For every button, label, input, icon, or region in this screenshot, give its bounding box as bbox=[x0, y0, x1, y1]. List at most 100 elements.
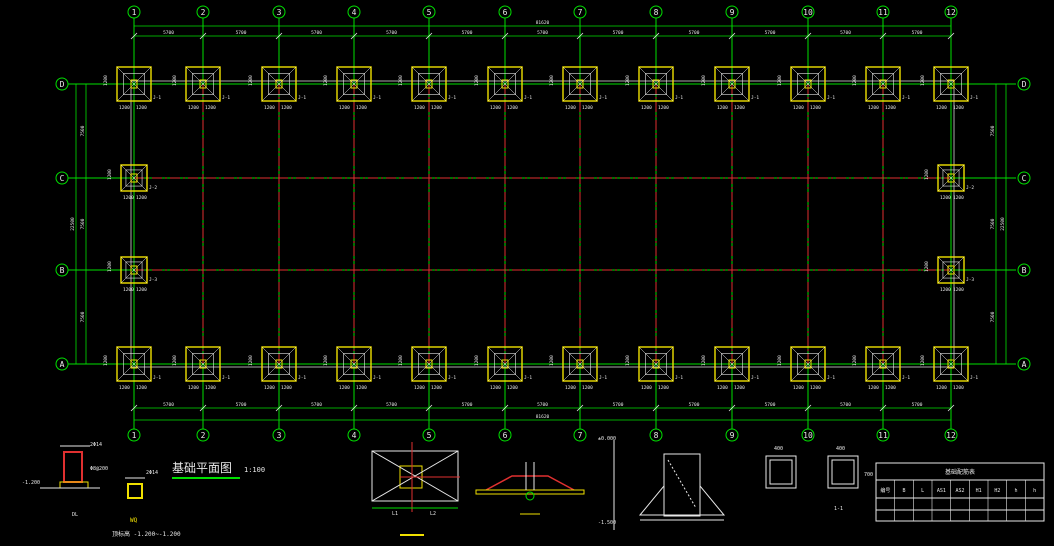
axis-grid-lines bbox=[68, 18, 1016, 430]
footing-column bbox=[425, 79, 433, 89]
axis-bubble-circle bbox=[55, 77, 69, 91]
drawing-title: 基础平面图 1:100 bbox=[172, 461, 265, 479]
dimension-tick bbox=[804, 32, 812, 40]
axis-bubble-right-C: C bbox=[1017, 171, 1031, 185]
footing-label: J-1 bbox=[827, 95, 835, 101]
footing-diagonal bbox=[487, 346, 523, 382]
drawing-title-text: 基础平面图 bbox=[172, 461, 232, 475]
footing-column bbox=[501, 79, 509, 89]
dimension-text: 7500 bbox=[990, 218, 996, 229]
footing-diagonal bbox=[185, 346, 221, 382]
footing-dim: 1200 bbox=[940, 287, 951, 293]
axis-bubble-label: 12 bbox=[946, 8, 956, 17]
footing-diagonal bbox=[120, 256, 148, 284]
footing-dim-vertical: 1200 bbox=[777, 75, 783, 86]
axis-bubble-left-D: D bbox=[55, 77, 69, 91]
axis-bubble-label: 4 bbox=[352, 8, 357, 17]
axis-bubble-right-D: D bbox=[1017, 77, 1031, 91]
footing-dim: 1200 bbox=[734, 105, 745, 111]
footing-label: J-1 bbox=[675, 375, 683, 381]
footing-dim: 1200 bbox=[936, 105, 947, 111]
footing-column bbox=[425, 359, 433, 369]
footing-step bbox=[268, 73, 290, 95]
axis-bubble-circle bbox=[196, 428, 210, 442]
footing-dim: 1200 bbox=[868, 385, 879, 391]
footing-dim: 1200 bbox=[936, 385, 947, 391]
axis-bubble-label: A bbox=[1022, 360, 1027, 369]
footing-step bbox=[569, 73, 591, 95]
footing-outline bbox=[487, 66, 523, 102]
footing-dim: 1200 bbox=[658, 385, 669, 391]
dimension-text: 7500 bbox=[80, 311, 86, 322]
footing-dim: 1200 bbox=[339, 385, 350, 391]
footing-label: J-1 bbox=[373, 375, 381, 381]
axis-bubble-top-12: 12 bbox=[944, 5, 958, 19]
footing-column bbox=[130, 79, 138, 89]
dimension-text: 5700 bbox=[537, 402, 548, 408]
footing-diagonal bbox=[411, 66, 447, 102]
footing-column bbox=[879, 79, 887, 89]
dimension-tick bbox=[275, 32, 283, 40]
footing-dim: 1200 bbox=[658, 105, 669, 111]
axis-bubble-label: 10 bbox=[803, 431, 813, 440]
footing-label: J-1 bbox=[599, 95, 607, 101]
footing-dim-vertical: 1200 bbox=[474, 75, 480, 86]
footing-dim: 1200 bbox=[885, 105, 896, 111]
dimension-tick bbox=[947, 32, 955, 40]
axis-bubble-circle bbox=[1017, 357, 1031, 371]
footing-label: J-1 bbox=[524, 375, 532, 381]
wall-beam-detail: 2Φ14 WQ 顶标高 -1.200~-1.200 bbox=[112, 470, 181, 538]
footing-diagonal bbox=[714, 346, 750, 382]
footing-dim: 1200 bbox=[281, 385, 292, 391]
dimension-tick bbox=[350, 32, 358, 40]
footing-label: J-1 bbox=[222, 375, 230, 381]
dimension-tick bbox=[501, 32, 509, 40]
footing-dim-vertical: 1200 bbox=[852, 75, 858, 86]
footing-column bbox=[947, 173, 955, 183]
footing-dim: 1200 bbox=[565, 385, 576, 391]
footing-dim-vertical: 1200 bbox=[398, 355, 404, 366]
axis-bubble-label: 2 bbox=[201, 431, 206, 440]
axis-bubble-circle bbox=[573, 5, 587, 19]
dimension-tick bbox=[130, 404, 138, 412]
axis-bubble-circle bbox=[725, 5, 739, 19]
footing-dim-vertical: 1200 bbox=[920, 75, 926, 86]
dimension-text-overall: 81620 bbox=[536, 414, 550, 420]
footing-outline bbox=[937, 164, 965, 192]
dimension-tick bbox=[199, 32, 207, 40]
footing-dim: 1200 bbox=[582, 385, 593, 391]
axis-bubble-circle bbox=[55, 357, 69, 371]
schedule-header-cell: AS2 bbox=[955, 488, 964, 494]
footing-dim: 1200 bbox=[953, 105, 964, 111]
axis-bubble-label: 5 bbox=[427, 8, 432, 17]
footing-diagonal bbox=[336, 66, 372, 102]
dimension-tick bbox=[425, 404, 433, 412]
footing-step bbox=[494, 353, 516, 375]
footing-label: J-1 bbox=[827, 375, 835, 381]
grade-beam-detail: 2Φ14 Φ8@200 -1.200 DL bbox=[22, 442, 108, 518]
footing-dim: 1200 bbox=[885, 385, 896, 391]
footing-column bbox=[199, 359, 207, 369]
footing-step bbox=[569, 353, 591, 375]
dimension-text: 7500 bbox=[990, 311, 996, 322]
footing-outline bbox=[865, 346, 901, 382]
grade-beam-elev: -1.200 bbox=[22, 480, 40, 486]
footing-dim-vertical: 1200 bbox=[248, 75, 254, 86]
footing-dim: 1200 bbox=[136, 105, 147, 111]
footing-label: J-3 bbox=[149, 277, 157, 283]
footing-step bbox=[418, 73, 440, 95]
footing-dim: 1200 bbox=[119, 385, 130, 391]
